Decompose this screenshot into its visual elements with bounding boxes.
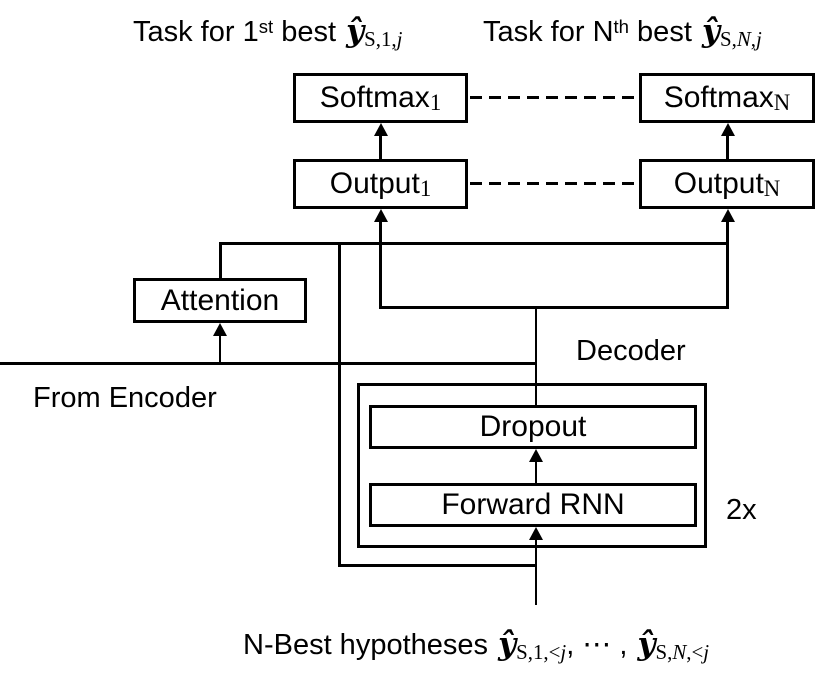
arrow-shaft <box>379 133 382 159</box>
arrowhead-icon <box>720 123 735 136</box>
decoder-to-output1-arrow <box>373 209 389 308</box>
arrow-shaft <box>379 219 382 308</box>
attention-box: Attention <box>133 278 307 323</box>
text-segment: th <box>613 16 629 38</box>
text-segment: ŷ <box>346 13 365 49</box>
attention-output-stub-line <box>219 242 222 281</box>
text-segment: N <box>763 175 781 201</box>
text-segment: Task for N <box>483 16 614 48</box>
text-segment: 1 <box>429 89 442 115</box>
text-segment: , <box>750 27 756 51</box>
arrowhead-icon <box>373 123 388 136</box>
arrowhead-icon <box>529 449 543 462</box>
from-encoder-label: From Encoder <box>33 382 217 414</box>
forward-rnn-to-dropout-arrow <box>528 449 544 483</box>
text-segment: N <box>672 640 687 664</box>
text-segment: S, <box>719 27 737 51</box>
text-segment: j <box>703 640 710 664</box>
nbest-hypotheses-label: N-Best hypotheses ŷS,1,<j, ⋯ , ŷS,N,<j <box>243 626 710 664</box>
text-segment: S, <box>655 640 673 664</box>
outputN-to-softmaxN-arrow <box>720 123 736 159</box>
feedback-vertical-line <box>338 242 341 567</box>
forward-rnn-box: Forward RNN <box>369 483 697 527</box>
output1-to-softmax1-arrow <box>373 123 389 159</box>
text-segment: , ⋯ , <box>566 629 636 661</box>
text-segment: j <box>560 640 567 664</box>
arrow-shaft <box>726 219 729 308</box>
arrowhead-icon <box>373 209 388 222</box>
feedback-horizontal-line <box>338 564 537 567</box>
text-segment: st <box>258 16 274 38</box>
text-segment: Softmax <box>319 81 430 114</box>
text-segment: Output <box>673 167 764 200</box>
text-segment: Output <box>329 167 420 200</box>
attention-context-line <box>219 242 729 245</box>
decoder-repeat-enclosure <box>357 383 707 548</box>
text-segment: ŷ <box>701 13 720 49</box>
text-segment: ,< <box>686 640 704 664</box>
decoder-output-line <box>534 306 538 407</box>
text-segment: Task for 1 <box>133 16 259 48</box>
text-segment: Softmax <box>663 81 774 114</box>
softmax-dashed-connector <box>470 96 639 99</box>
text-segment: S,1, <box>364 27 397 51</box>
decoder-to-outputN-arrow <box>720 209 736 308</box>
task-first-best-label: Task for 1st best ŷS,1,j <box>133 13 403 51</box>
text-segment: N <box>773 89 791 115</box>
text-segment: best <box>629 16 700 48</box>
input-to-forward-rnn-arrow <box>528 527 544 605</box>
text-segment: S,1,< <box>516 640 561 664</box>
arrowhead-icon <box>529 527 543 540</box>
arrow-shaft <box>534 459 538 483</box>
text-segment: N-Best hypotheses <box>243 629 497 661</box>
arrow-shaft <box>218 333 222 364</box>
encoder-to-attention-arrow <box>212 323 228 364</box>
from-encoder-line <box>0 362 536 365</box>
arrow-shaft <box>534 537 538 605</box>
arrowhead-icon <box>213 323 227 336</box>
text-segment: j <box>396 27 403 51</box>
text-segment: ŷ <box>498 626 517 662</box>
dropout-box: Dropout <box>369 405 697 449</box>
arrow-shaft <box>726 133 729 159</box>
text-segment: j <box>755 27 762 51</box>
task-nth-best-label: Task for Nth best ŷS,N,j <box>483 13 762 51</box>
text-segment: N <box>736 27 751 51</box>
decoder-label: Decoder <box>576 335 686 367</box>
text-segment: 1 <box>419 175 432 201</box>
arrowhead-icon <box>720 209 735 222</box>
text-segment: best <box>273 16 345 48</box>
text-segment: ŷ <box>637 626 656 662</box>
repeat-2x-label: 2x <box>726 494 757 526</box>
output-dashed-connector <box>470 182 639 185</box>
decoder-output-split-line <box>379 306 729 309</box>
